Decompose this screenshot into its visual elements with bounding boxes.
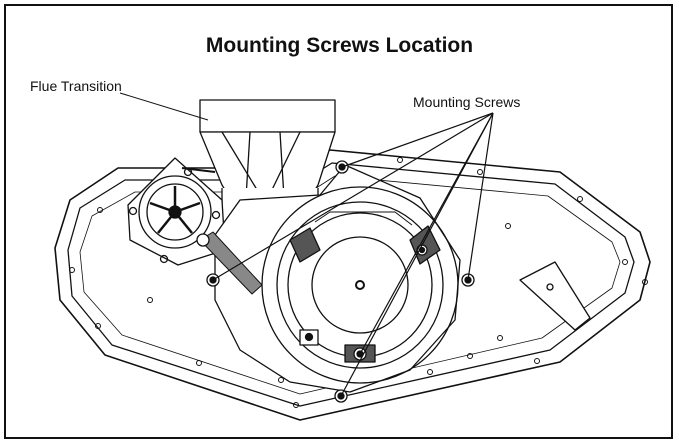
screw-bottom	[334, 389, 348, 403]
screw-bracket-right	[416, 244, 428, 256]
blower-housing	[214, 164, 461, 393]
figure-title: Mounting Screws Location	[205, 34, 474, 57]
screw-leader-lines	[212, 112, 494, 397]
flue-leader-line	[119, 92, 209, 121]
perimeter-holes	[69, 157, 648, 408]
side-tube	[519, 261, 591, 331]
label-mounting-screws: Mounting Screws	[413, 94, 521, 110]
label-flue-transition: Flue Transition	[30, 78, 122, 94]
pointer-rod	[199, 231, 263, 295]
